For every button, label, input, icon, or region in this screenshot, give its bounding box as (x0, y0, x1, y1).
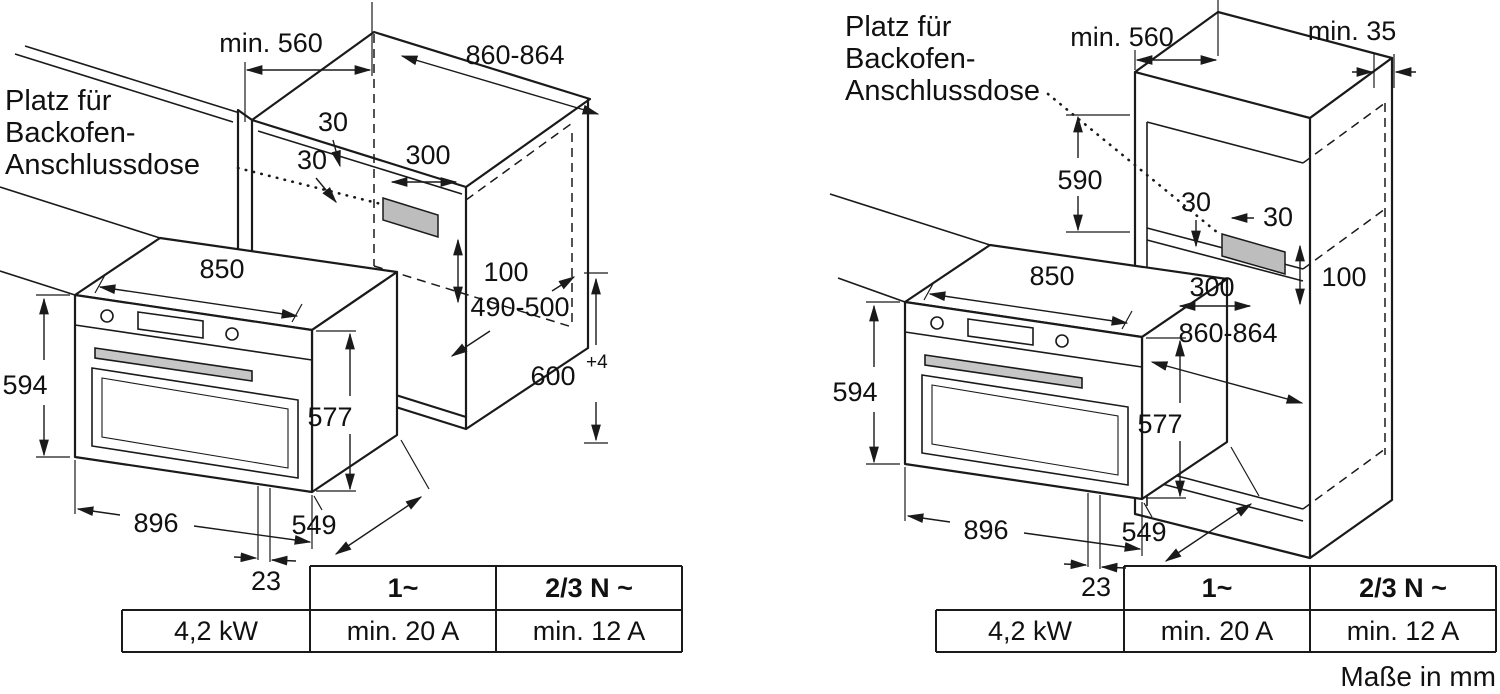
right-cabinet-side-face (1308, 56, 1394, 560)
left-dim-niche-depth: 490-500 (470, 292, 569, 322)
right-dim-box-width: 300 (1189, 272, 1234, 302)
right-dim-body-height: 577 (1137, 409, 1182, 439)
right-cabinet (1133, 10, 1394, 560)
left-connection-note: Platz für Backofen- Anschlussdose (5, 85, 387, 207)
right-connection-table: 1~ 2/3 N ~ 4,2 kW min. 20 A min. 12 A (935, 565, 1497, 653)
right-note-line3: Anschlussdose (845, 75, 1040, 107)
left-dim-offset-side: 30 (297, 145, 327, 175)
left-dimensions: min. 560 860-864 30 30 300 100 490-500 6… (2, 2, 608, 596)
right-oven-handle (924, 354, 1083, 389)
right-dim-depth: min. 560 (1070, 22, 1174, 52)
right-dim-offset-side: 30 (1263, 202, 1293, 232)
right-dim-front-width: 850 (1029, 261, 1074, 291)
right-table-phase-single: 1~ (1202, 573, 1233, 603)
left-note-leader-line (236, 166, 387, 207)
right-connection-box (1221, 233, 1286, 275)
left-dim-niche-height-tolerance: +4 (586, 352, 608, 373)
right-oven-door (921, 374, 1129, 486)
right-note-leader-line (1046, 92, 1220, 235)
left-table-power: 4,2 kW (174, 616, 259, 646)
right-dim-niche-width: 860-864 (1178, 318, 1277, 348)
right-dim-box-height: 100 (1321, 262, 1366, 292)
left-dim-front-width: 850 (199, 254, 244, 284)
right-dim-upper-height: 590 (1057, 165, 1102, 195)
left-oven-door-glass (101, 377, 289, 469)
right-dim-height: 594 (832, 377, 877, 407)
left-dim-offset-top: 30 (318, 107, 348, 137)
right-oven-knob-right (1055, 334, 1069, 348)
left-dim-box-height: 100 (483, 257, 528, 287)
left-dim-door-gap: 23 (251, 566, 281, 596)
right-dimensions: min. 560 min. 35 590 30 30 300 100 860-8… (832, 0, 1416, 602)
left-dim-body-depth: 549 (291, 510, 336, 540)
right-dim-offset-top: 30 (1181, 187, 1211, 217)
left-installation-diagram: Platz für Backofen- Anschlussdose min. 5… (0, 2, 683, 653)
left-dim-width: 860-864 (465, 40, 564, 70)
left-note-line2: Backofen- (5, 117, 136, 149)
right-installation-diagram: Platz für Backofen- Anschlussdose min. 5… (829, 0, 1497, 653)
left-connection-box (382, 196, 439, 239)
left-table-phase-multi: 2/3 N ~ (545, 573, 633, 603)
right-oven-door-glass (931, 384, 1119, 476)
right-dim-body-depth: 549 (1121, 517, 1166, 547)
right-dim-total-width: 896 (963, 515, 1008, 545)
left-table-fuse-multi: min. 12 A (533, 616, 646, 646)
left-table-phase-single: 1~ (388, 573, 419, 603)
left-note-line1: Platz für (5, 85, 112, 117)
right-table-fuse-multi: min. 12 A (1347, 616, 1460, 646)
left-dim-total-width: 896 (133, 508, 178, 538)
left-table-fuse-single: min. 20 A (347, 616, 460, 646)
right-table-fuse-single: min. 20 A (1161, 616, 1274, 646)
right-table-power: 4,2 kW (988, 616, 1073, 646)
left-dim-height: 594 (2, 370, 47, 400)
right-table-phase-multi: 2/3 N ~ (1359, 573, 1447, 603)
left-oven-knob-right (225, 327, 239, 341)
right-connection-note: Platz für Backofen- Anschlussdose (845, 11, 1220, 235)
left-oven-door (91, 367, 299, 479)
right-note-line1: Platz für (845, 11, 952, 43)
left-construction-lines (0, 45, 244, 296)
left-connection-table: 1~ 2/3 N ~ 4,2 kW min. 20 A min. 12 A (121, 565, 683, 653)
right-note-line2: Backofen- (845, 43, 976, 75)
units-note: Maße in mm (1340, 661, 1496, 692)
right-dim-door-gap: 23 (1081, 572, 1111, 602)
left-note-line3: Anschlussdose (5, 149, 200, 181)
left-dim-depth: min. 560 (219, 28, 323, 58)
left-dim-box-width: 300 (405, 140, 450, 170)
left-oven-handle (94, 347, 253, 382)
right-dim-rear-gap: min. 35 (1308, 16, 1397, 46)
right-cabinet-hidden-edges (1302, 102, 1386, 510)
left-dim-niche-height: 600 (530, 361, 575, 391)
right-construction-lines (829, 193, 991, 303)
left-dim-body-height: 577 (307, 402, 352, 432)
left-oven (73, 236, 399, 494)
